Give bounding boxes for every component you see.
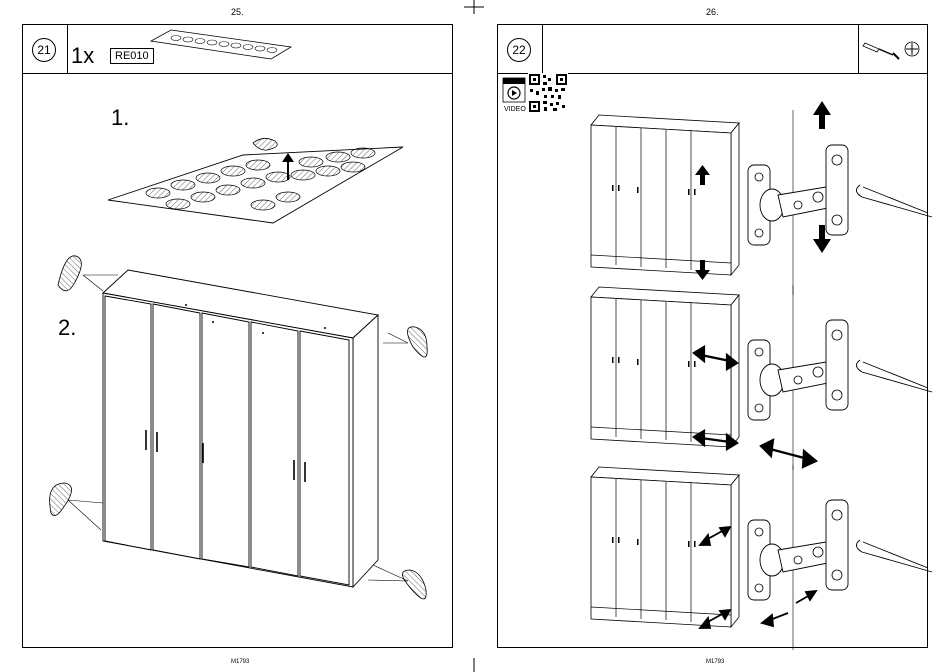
felt-pad-corner-marks [23, 25, 454, 649]
footer-left: M1793 [231, 659, 249, 665]
page-right: 22 [497, 24, 928, 648]
page-number-left: 25. [231, 7, 244, 17]
tools-box [858, 25, 927, 73]
step-header: 22 [498, 25, 927, 74]
page-left: 21 1x RE010 1. 2. [22, 24, 453, 648]
page-number-right: 26. [706, 7, 719, 17]
step-number-cell: 22 [498, 25, 543, 73]
phillips-head-icon [903, 40, 921, 58]
step-number: 22 [507, 38, 531, 62]
screwdriver-icon [863, 37, 903, 67]
hinge-adjustment-diagrams [498, 85, 929, 645]
footer-right: M1793 [706, 659, 724, 665]
